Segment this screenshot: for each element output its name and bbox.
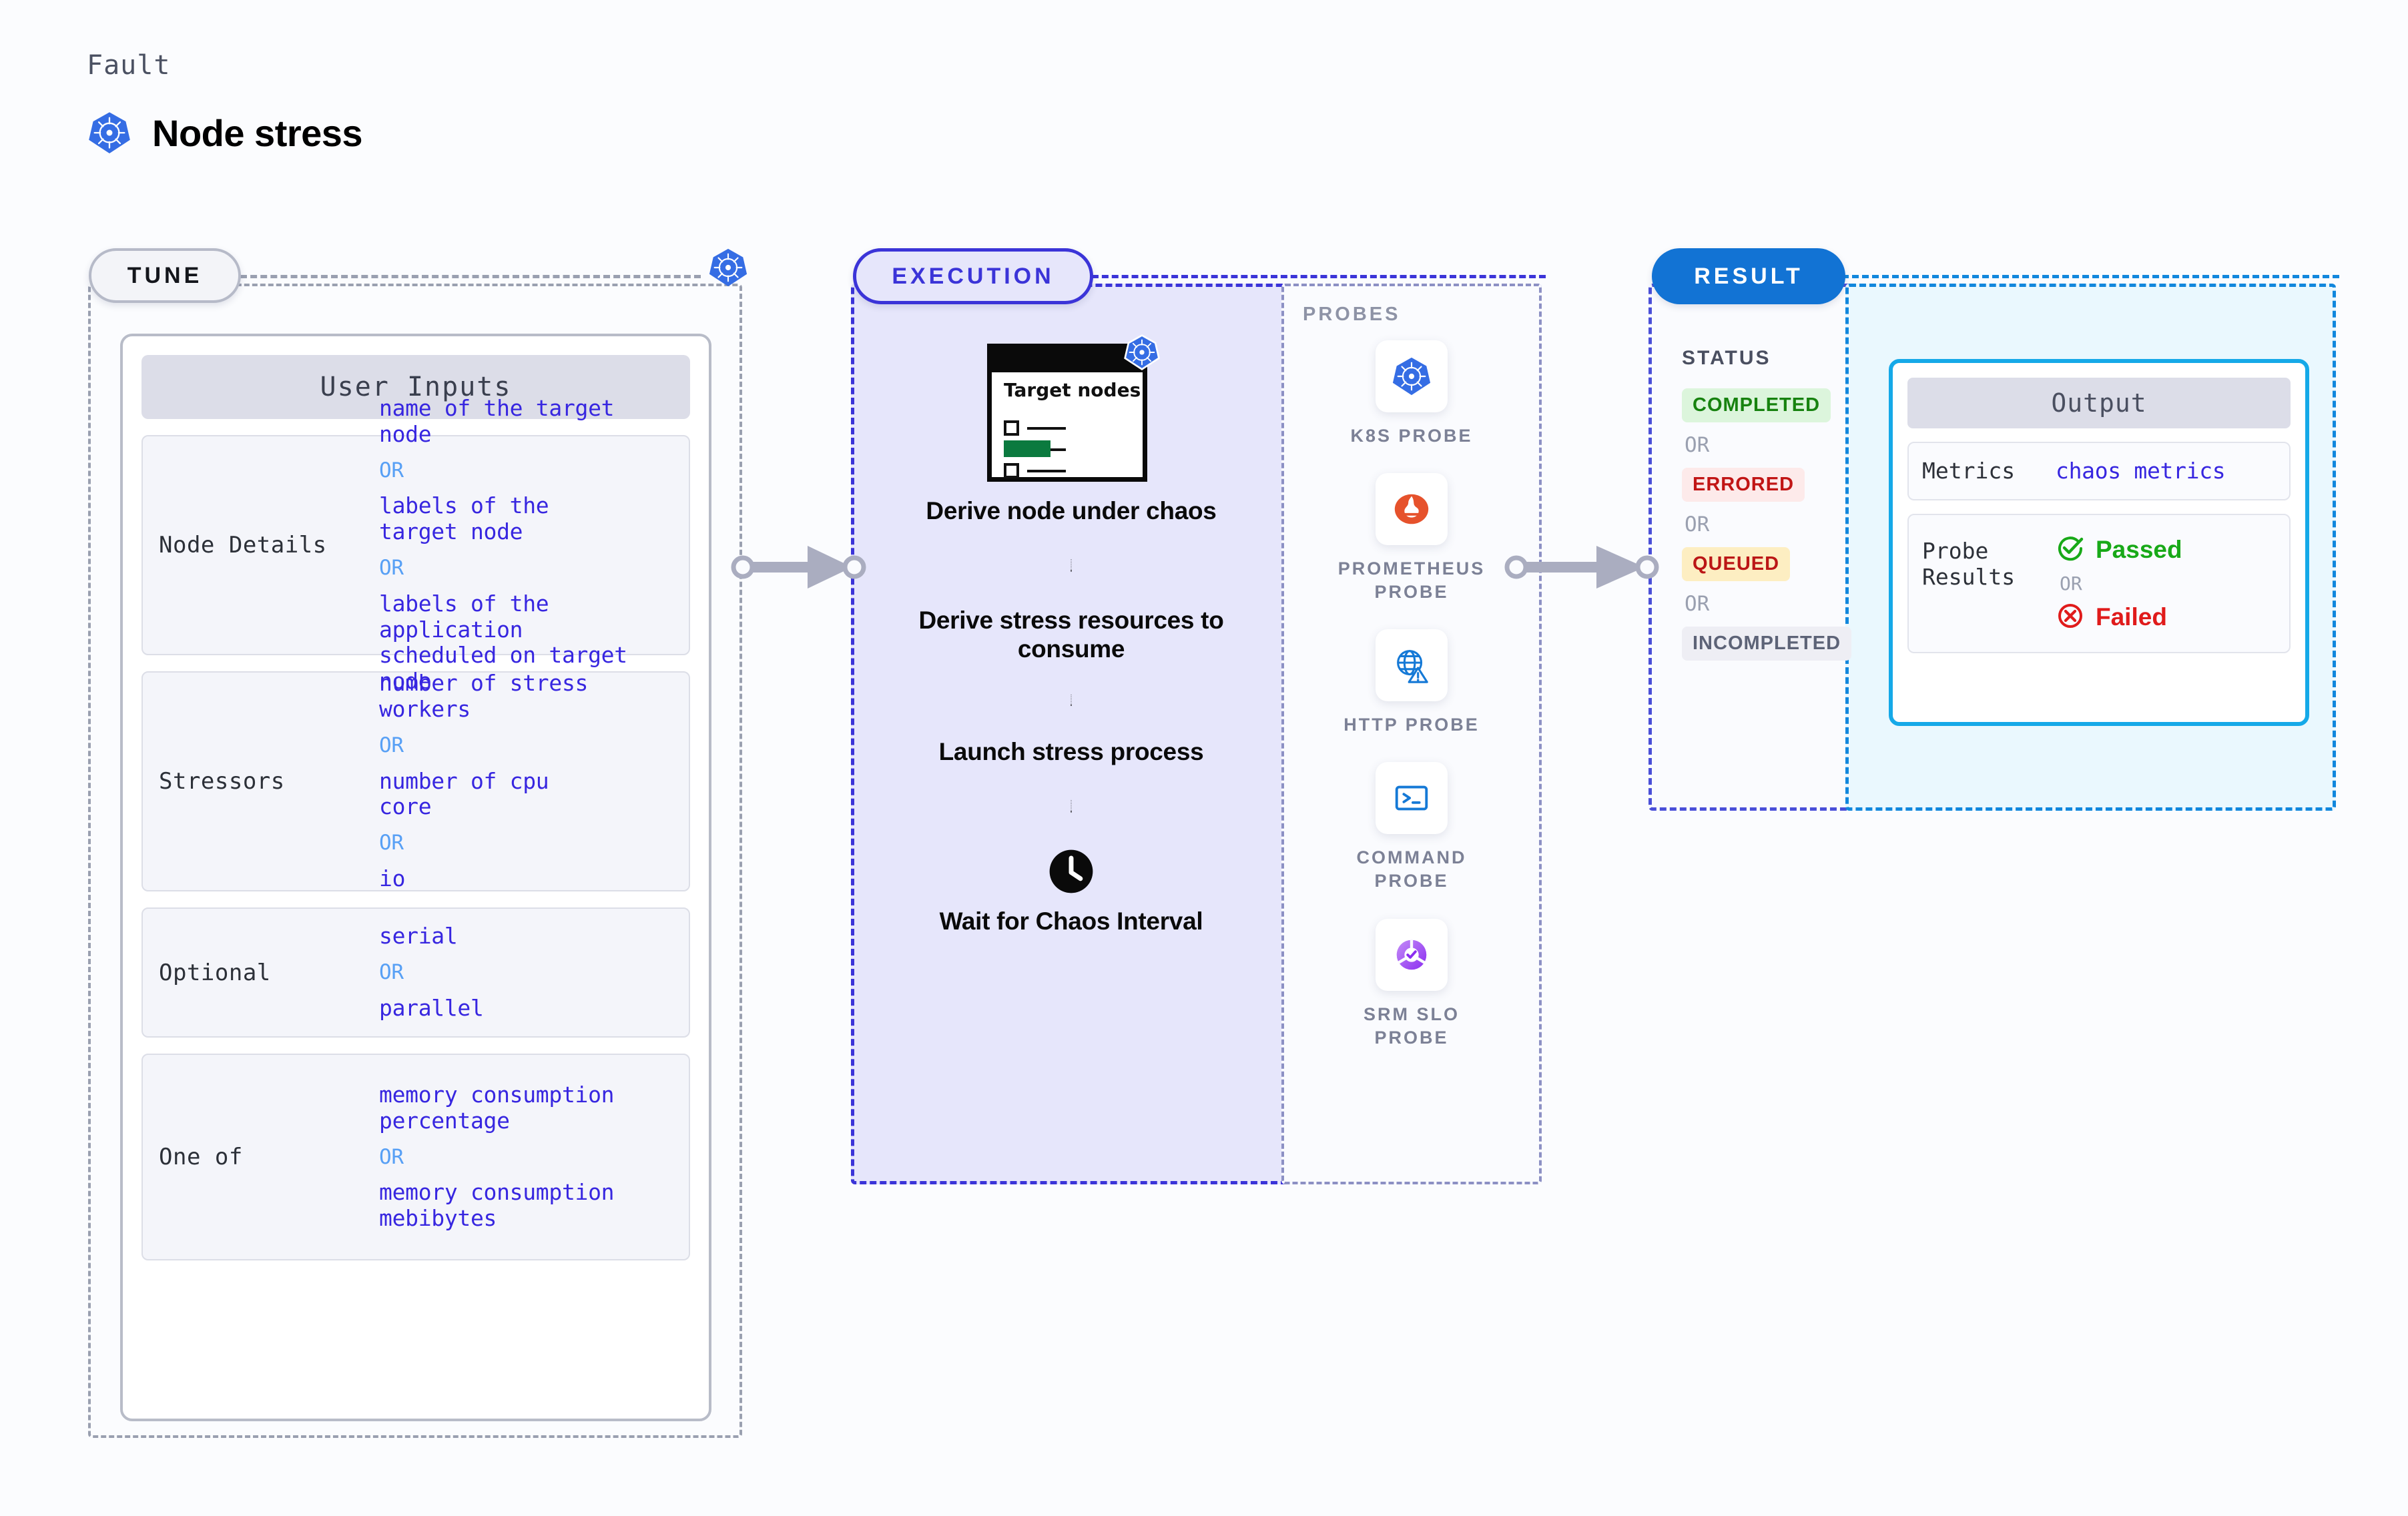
globe-warning-icon [1376,629,1448,702]
output-card: Output Metrics chaos metrics Probe Resul… [1889,359,2309,726]
kubernetes-icon [707,247,749,291]
execution-step-1: Derive node under chaos [926,497,1217,524]
target-nodes-window-icon: Target nodes [987,334,1160,482]
or-separator: OR [379,831,404,855]
param-value: memory consumption percentage [379,1081,615,1134]
kubernetes-icon [87,110,132,155]
passed-label: Passed [2096,535,2182,563]
flow-arrow-3 [1070,799,1073,813]
status-badge: ERRORED [1682,468,1805,502]
status-title: STATUS [1682,347,1771,369]
fault-kicker: Fault [87,50,171,81]
or-separator: OR [379,556,404,580]
flow-arrow-1 [1070,558,1073,572]
tune-top-dashed-line [240,275,701,278]
param-value: memory consumption mebibytes [379,1179,615,1232]
param-value: io [379,865,406,891]
or-separator: OR [379,733,404,757]
param-value: parallel [379,994,484,1021]
or-separator: OR [379,960,404,985]
or-separator: OR [1685,592,1710,616]
user-inputs-card: User Inputs Node Details name of the targ… [120,334,711,1421]
probe-item[interactable]: PROMETHEUS PROBE [1338,473,1486,604]
terminal-icon [1375,762,1448,835]
execution-top-dashed-line [1092,275,1546,278]
probe-name: K8S PROBE [1350,426,1473,446]
param-value: number of cpu core [379,767,549,820]
metrics-value: chaos metrics [2056,458,2226,484]
probe-name: SRM SLO PROBE [1363,1004,1460,1048]
status-column: STATUS COMPLETED OR ERRORED OR QUEUED OR INCOM… [1682,347,1869,661]
probe-result-failed: Failed [2056,601,2182,633]
execution-stage-badge[interactable]: EXECUTION [853,248,1093,304]
probe-name: HTTP PROBE [1343,715,1480,735]
tune-stage-frame [88,284,742,1438]
probe-item[interactable]: COMMAND PROBE [1357,762,1467,893]
or-separator: OR [379,458,404,482]
execution-flow: Target nodes [868,334,1275,935]
status-badge: INCOMPLETED [1682,627,1852,661]
x-circle-icon [2056,601,2085,633]
kubernetes-icon [1375,340,1448,412]
flow-arrow-2 [1070,694,1073,707]
prometheus-icon [1376,473,1448,546]
result-stage-badge[interactable]: RESULT [1652,248,1845,304]
param-key: Stressors [159,768,285,795]
param-key: Optional [159,959,271,986]
failed-label: Failed [2096,603,2167,631]
status-badge: QUEUED [1682,547,1791,581]
connector-tune-to-execution [731,546,866,589]
connector-execution-to-result [1504,546,1659,589]
or-separator: OR [1685,433,1710,457]
page-title: Node stress [152,111,363,154]
tune-stage-badge[interactable]: TUNE [89,248,241,303]
srm-slo-donut-icon [1375,918,1448,991]
probe-item[interactable]: HTTP PROBE [1343,629,1480,737]
probe-results-row: Probe Results Passed OR [1907,513,2291,653]
target-nodes-window-title: Target nodes [1004,379,1141,401]
check-circle-icon [2056,534,2085,566]
or-separator: OR [379,1144,404,1169]
probe-result-passed: Passed [2056,534,2182,566]
status-badge: COMPLETED [1682,388,1831,422]
execution-step-3: Launch stress process [938,737,1204,765]
probe-results-or: OR [2060,572,2082,595]
fault-title-row: Node stress [87,110,363,155]
param-value: number of stress workers [379,670,589,723]
output-title: Output [1907,378,2291,428]
metrics-key: Metrics [1922,458,2016,484]
user-inputs-title: User Inputs [141,355,690,419]
or-separator: OR [1685,512,1710,536]
probe-item[interactable]: SRM SLO PROBE [1363,918,1460,1050]
probe-results-key: Probe Results [1922,537,2016,591]
param-value: name of the target node [379,394,615,447]
clock-icon [1046,847,1096,899]
probe-item[interactable]: K8S PROBE [1350,340,1472,448]
result-top-dashed-line [1842,275,2339,278]
param-value: serial [379,923,458,950]
param-value: labels of the target node [379,492,549,545]
param-key: Node Details [159,532,327,558]
param-value: labels of the application scheduled on t… [379,590,627,695]
param-key: One of [159,1144,243,1170]
kubernetes-icon [1123,334,1161,374]
probes-subframe [1281,284,1542,1184]
metrics-row: Metrics chaos metrics [1907,442,2291,500]
execution-step-4: Wait for Chaos Interval [939,907,1203,935]
probe-name: COMMAND PROBE [1356,847,1467,891]
execution-step-2: Derive stress resources to consume [918,606,1224,663]
probes-title: PROBES [1303,304,1401,325]
probe-name: PROMETHEUS PROBE [1337,558,1486,603]
